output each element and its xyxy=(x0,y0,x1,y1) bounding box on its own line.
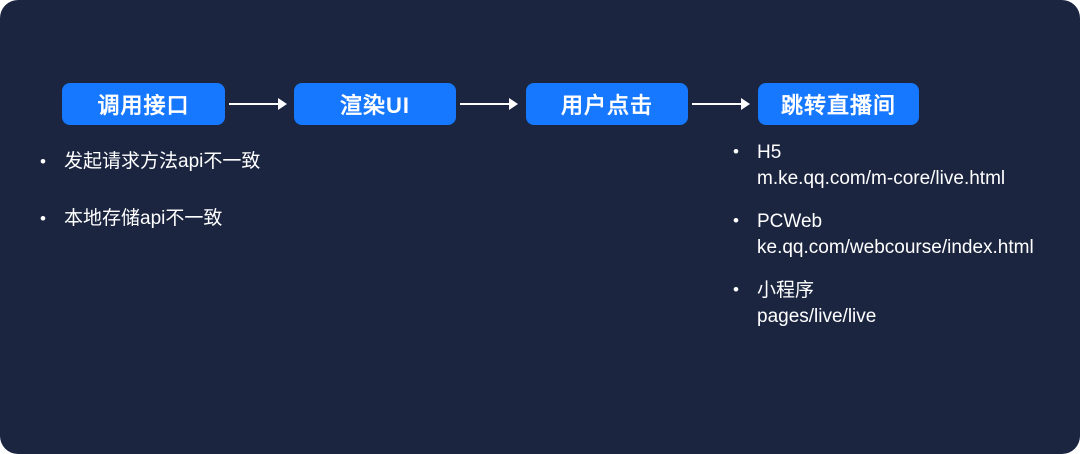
note-path: pages/live/live xyxy=(757,306,877,327)
arrow-right-icon xyxy=(692,98,750,110)
note-body: PCWeb ke.qq.com/webcourse/index.html xyxy=(757,209,1034,261)
note-body: H5 m.ke.qq.com/m-core/live.html xyxy=(757,140,1005,192)
bullet-icon: • xyxy=(40,209,46,228)
bullet-icon: • xyxy=(733,142,739,161)
note-title: PCWeb xyxy=(757,211,823,232)
list-item: • 本地存储api不一致 xyxy=(40,207,260,231)
right-notes-list: • H5 m.ke.qq.com/m-core/live.html • PCWe… xyxy=(733,140,1034,347)
list-item: • PCWeb ke.qq.com/webcourse/index.html xyxy=(733,209,1034,261)
note-text: 发起请求方法api不一致 xyxy=(64,151,261,172)
note-url: m.ke.qq.com/m-core/live.html xyxy=(757,168,1006,189)
bullet-icon: • xyxy=(733,211,739,230)
flow-node-jump-live-room: 跳转直播间 xyxy=(758,83,919,125)
bullet-icon: • xyxy=(40,152,46,171)
list-item: • H5 m.ke.qq.com/m-core/live.html xyxy=(733,140,1034,192)
arrow-right-icon xyxy=(229,98,287,110)
note-body: 小程序 pages/live/live xyxy=(757,278,876,330)
flow-node-render-ui: 渲染UI xyxy=(294,83,456,125)
note-title: H5 xyxy=(757,142,782,163)
list-item: • 小程序 pages/live/live xyxy=(733,278,1034,330)
flow-node-user-click: 用户点击 xyxy=(526,83,688,125)
note-title: 小程序 xyxy=(757,280,815,301)
note-url: ke.qq.com/webcourse/index.html xyxy=(757,237,1034,258)
bullet-icon: • xyxy=(733,280,739,299)
flow-node-call-api: 调用接口 xyxy=(62,83,225,125)
list-item: • 发起请求方法api不一致 xyxy=(40,150,260,174)
arrow-right-icon xyxy=(460,98,518,110)
left-notes-list: • 发起请求方法api不一致 • 本地存储api不一致 xyxy=(40,150,260,264)
note-text: 本地存储api不一致 xyxy=(64,208,223,229)
